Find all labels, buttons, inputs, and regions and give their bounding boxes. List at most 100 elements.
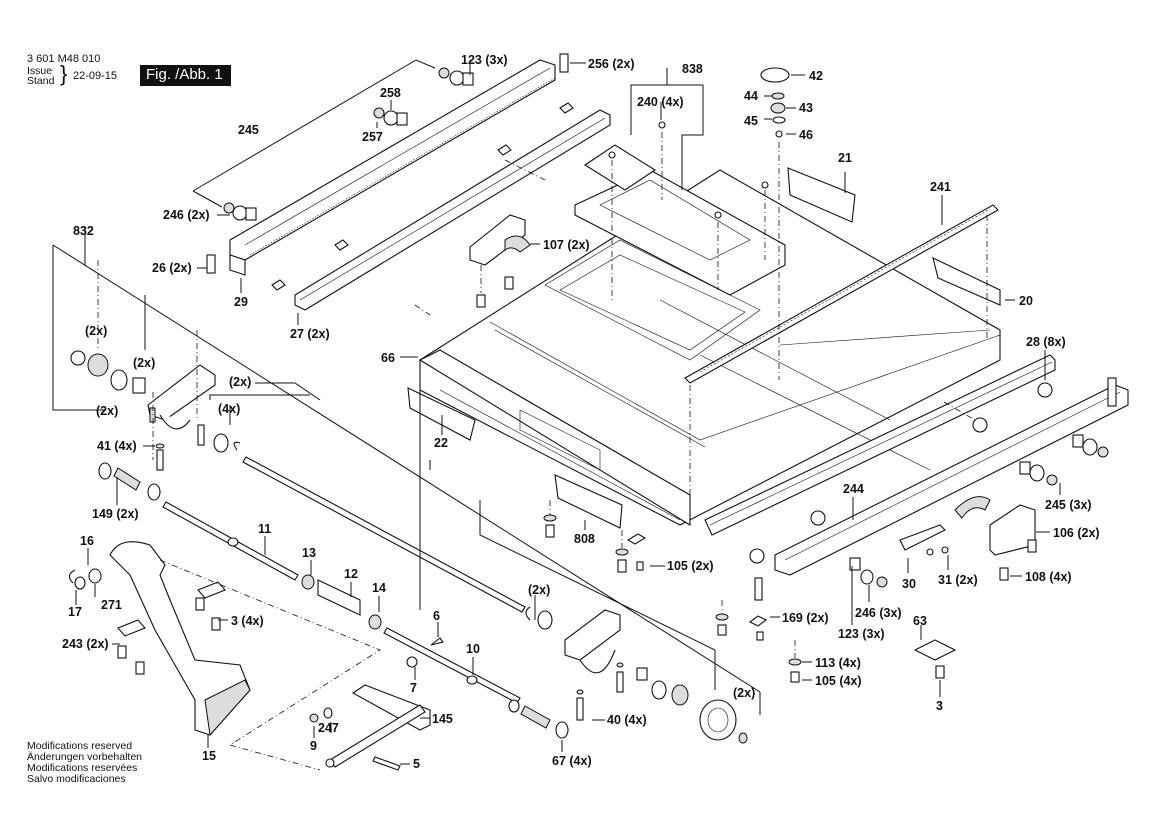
footer-note-de: Änderungen vorbehalten <box>27 751 143 763</box>
issue-label-en: Issue <box>27 65 53 77</box>
callout-3: 3 <box>936 699 943 713</box>
callout-30: 30 <box>902 577 916 591</box>
callout-4x-washer: (4x) <box>218 402 240 416</box>
right-caster-assembly <box>525 606 748 744</box>
callout-838: 838 <box>682 62 703 76</box>
callout-243-2x: 243 (2x) <box>62 637 109 651</box>
callout-40-4x: 40 (4x) <box>607 713 647 727</box>
callout-13: 13 <box>302 546 316 560</box>
callout-113-4x: 113 (4x) <box>815 656 861 670</box>
label-plates <box>407 167 1001 529</box>
figure-badge: Fig. /Abb. 1 <box>140 65 231 86</box>
callout-245: 245 <box>238 123 259 137</box>
left-caster-assembly <box>70 350 241 471</box>
ruler-241 <box>684 204 999 384</box>
callout-2x-bushing: (2x) <box>133 356 155 370</box>
callout-108-4x: 108 (4x) <box>1025 570 1072 584</box>
callout-3-4x: 3 (4x) <box>231 614 264 628</box>
footer-note-es: Salvo modificaciones <box>27 773 126 785</box>
rod-11 <box>162 501 382 630</box>
callout-22: 22 <box>434 436 448 450</box>
document-number: 3 601 M48 010 <box>27 53 101 65</box>
callout-149-2x: 149 (2x) <box>92 507 139 521</box>
callout-6: 6 <box>433 609 440 623</box>
callout-67-4x: 67 (4x) <box>552 754 592 768</box>
callout-105-4x: 105 (4x) <box>815 674 862 688</box>
callout-43: 43 <box>799 101 813 115</box>
callout-245-3x: 245 (3x) <box>1045 498 1092 512</box>
callout-20: 20 <box>1019 294 1033 308</box>
callout-105-2x: 105 (2x) <box>667 559 714 573</box>
callout-808: 808 <box>574 532 595 546</box>
callout-5: 5 <box>413 757 420 771</box>
callout-46: 46 <box>799 128 813 142</box>
callout-7: 7 <box>410 681 417 695</box>
callout-244: 244 <box>843 482 864 496</box>
callout-832: 832 <box>73 224 94 238</box>
callout-241: 241 <box>930 180 951 194</box>
spring-149 <box>98 462 161 501</box>
issue-label-de: Stand <box>27 75 55 87</box>
callout-41-4x: 41 (4x) <box>97 439 137 453</box>
callout-145: 145 <box>432 712 453 726</box>
callout-42: 42 <box>809 69 823 83</box>
callout-17: 17 <box>68 605 82 619</box>
right-hardware <box>543 377 1117 683</box>
leader-lines <box>52 59 1061 765</box>
long-shaft <box>242 456 526 613</box>
callout-27-2x: 27 (2x) <box>290 327 330 341</box>
callout-240-4x: 240 (4x) <box>637 95 684 109</box>
callout-31-2x: 31 (2x) <box>938 573 978 587</box>
callout-21: 21 <box>838 151 852 165</box>
callout-2x-gear: (2x) <box>85 324 107 338</box>
callout-16: 16 <box>80 534 94 548</box>
callout-256-2x: 256 (2x) <box>588 57 635 71</box>
callout-66: 66 <box>381 351 395 365</box>
callout-258: 258 <box>380 86 401 100</box>
callout-14: 14 <box>372 581 386 595</box>
callout-9: 9 <box>310 739 317 753</box>
bracket-107 <box>469 214 531 308</box>
callout-123-3x: 123 (3x) <box>461 53 508 67</box>
shaft-145 <box>309 684 431 771</box>
brace-symbol: } <box>60 61 68 86</box>
callout-2x-pin: (2x) <box>96 404 118 418</box>
footer-notes: Modifications reserved Änderungen vorbeh… <box>27 741 142 785</box>
callout-2x-knob: (2x) <box>733 686 755 700</box>
rail-27 <box>271 102 611 311</box>
rear-rail-245 <box>229 59 556 276</box>
callout-247: 247 <box>318 721 339 735</box>
issue-label: Issue Stand <box>27 65 55 87</box>
issue-date: 22-09-15 <box>73 70 118 82</box>
footer-note-fr: Modifications reservées <box>27 762 138 774</box>
knob-assembly <box>760 67 790 380</box>
callout-labels: 123 (3x) 256 (2x) 838 42 44 43 45 46 240… <box>62 53 1100 771</box>
rod-10 <box>383 627 569 739</box>
callout-26-2x: 26 (2x) <box>152 261 192 275</box>
front-rail-244 <box>704 354 1129 576</box>
callout-107-2x: 107 (2x) <box>543 238 590 252</box>
footer-note-en: Modifications reserved <box>27 740 133 752</box>
callout-45: 45 <box>744 114 758 128</box>
callout-2x-caster: (2x) <box>229 375 251 389</box>
callout-257: 257 <box>362 130 383 144</box>
callout-29: 29 <box>234 295 248 309</box>
assembly-lines <box>97 132 988 771</box>
callout-15: 15 <box>202 749 216 763</box>
rear-hardware <box>206 53 569 274</box>
callout-63: 63 <box>913 614 927 628</box>
callout-11: 11 <box>258 522 271 536</box>
top-plate-838 <box>574 121 786 296</box>
pedal-15 <box>68 541 251 737</box>
callout-271: 271 <box>101 598 122 612</box>
callout-246-2x: 246 (2x) <box>163 208 210 222</box>
callout-12: 12 <box>344 567 358 581</box>
callout-44: 44 <box>744 89 758 103</box>
callout-106-2x: 106 (2x) <box>1053 526 1100 540</box>
callout-246-3x: 246 (3x) <box>855 606 902 620</box>
callout-123-3x-front: 123 (3x) <box>838 627 885 641</box>
callout-2x-clip: (2x) <box>528 583 550 597</box>
callout-169-2x: 169 (2x) <box>782 611 829 625</box>
callout-28-8x: 28 (8x) <box>1026 335 1066 349</box>
